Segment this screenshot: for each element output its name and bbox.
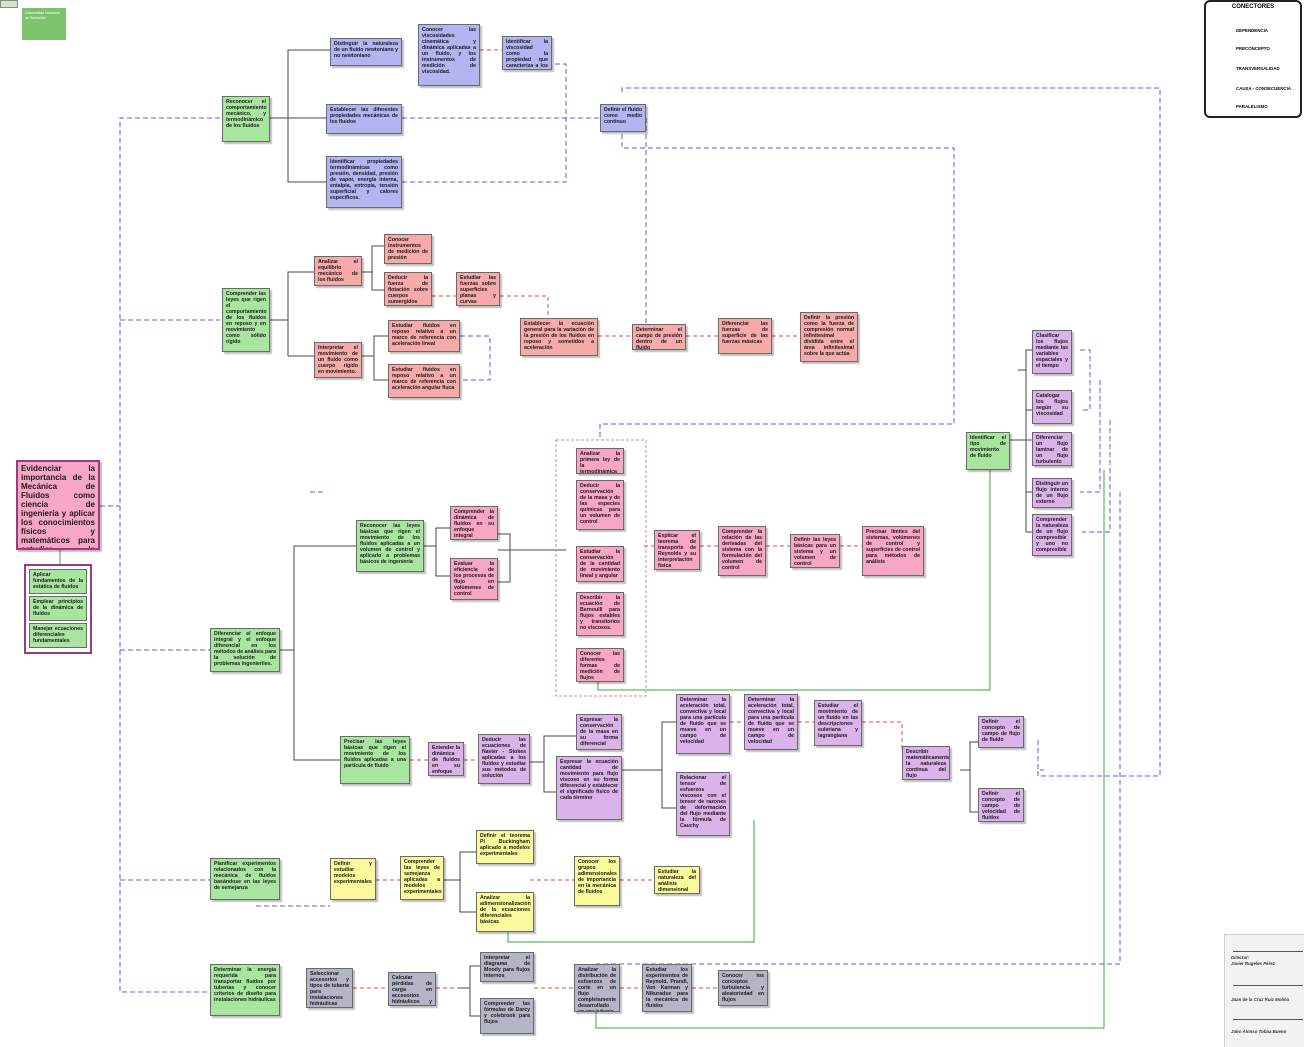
node-seleccionar-accesorios[interactable]: Seleccionar accesorios y tipos de tuberí… <box>306 968 353 1008</box>
logo-text: Universidad Industrial de Santander <box>22 8 66 40</box>
legend-transversalidad: TRANSVERSALIDAD <box>1236 66 1280 71</box>
node-extender-dinamica[interactable]: Extender la dinámica de fluidos en su en… <box>428 742 464 776</box>
node-analizar-equilibrio[interactable]: Analizar el equilibrio mecánico de los f… <box>314 256 362 286</box>
credits-divider <box>1233 951 1303 952</box>
node-distinguir-interno-externo[interactable]: Distinguir un flujo interno de un flujo … <box>1032 478 1072 508</box>
node-identificar-termodinamicas[interactable]: Identificar propiedades termodinámicas c… <box>326 156 402 208</box>
node-estudiar-euleriana[interactable]: Estudiar el movimiento de un fluido en l… <box>814 700 862 746</box>
node-comprender-darcy[interactable]: Comprender las fórmulas de Darcy y coleb… <box>480 998 534 1034</box>
node-comprender-semejanza[interactable]: Comprender las leyes de semejanza aplica… <box>400 856 444 900</box>
legend-dependencia: DEPENDENCIA <box>1236 28 1268 33</box>
node-definir-medio-continuo[interactable]: Definir el fluido como medio continuo <box>600 104 646 132</box>
node-expresar-conservacion-masa[interactable]: Expresar la conservación de la masa en s… <box>576 714 622 750</box>
node-interpretar-moody[interactable]: Interpretar el diagrama de Moody para fl… <box>480 952 534 982</box>
node-describir-matematicamente[interactable]: Describir matemáticamente la naturaleza … <box>902 746 950 780</box>
node-reconocer-comportamiento[interactable]: Reconocer el comportamiento mecánico, y … <box>222 96 270 142</box>
connectors-legend: CONECTORES DEPENDENCIA PRECONCEPTO TRANS… <box>1204 0 1302 118</box>
node-clasificar-flujos[interactable]: Clasificar los flujos mediante las varia… <box>1032 330 1072 374</box>
node-diferenciar-fuerzas[interactable]: Diferenciar las fuerzas de superficie de… <box>718 318 772 354</box>
node-evaluar-eficiencia[interactable]: Evaluar la eficiencia de los procesos de… <box>450 558 498 600</box>
node-determinar-energia[interactable]: Determinar la energía requerida para tra… <box>210 964 280 1016</box>
node-estudiar-experimentos-reynolds[interactable]: Estudiar los experimentos de Reynold, Pr… <box>642 964 692 1012</box>
node-analizar-primera-ley[interactable]: Analizar la primera ley de la termodinám… <box>576 448 624 474</box>
sub-goals-stack: Aplicar fundamentos de la estática de fl… <box>24 564 92 654</box>
legend-title: CONECTORES <box>1231 4 1275 10</box>
node-identificar-tipo-movimiento[interactable]: Identificar el tipo de movimiento de flu… <box>966 432 1010 470</box>
node-establecer-ecuacion-general[interactable]: Establecer la ecuación general para la v… <box>520 318 598 356</box>
node-diferenciar-laminar[interactable]: Diferenciar un flujo laminar de un flujo… <box>1032 432 1072 466</box>
node-conocer-turbulencia[interactable]: Conocer los conceptos turbulencia y alea… <box>718 970 768 1006</box>
sub-goal-estatica[interactable]: Aplicar fundamentos de la estática de fl… <box>29 569 87 594</box>
credits-panel: Director: Javier Rugeles Pérez Juan de l… <box>1224 934 1304 1047</box>
node-analizar-adimensionalizacion[interactable]: Analizar la adimensionalización de la ec… <box>476 892 534 932</box>
main-goal-node[interactable]: Evidenciar la importancia de la Mecánica… <box>16 460 100 550</box>
node-relacionar-tensor[interactable]: Relacionar el tensor de esfuerzos viscos… <box>676 772 730 836</box>
node-deducir-flotacion[interactable]: Deducir la fuerza de flotación sobre cue… <box>384 272 432 306</box>
node-definir-buckingham[interactable]: Definir el teorema Pi Buckingham aplicad… <box>476 830 534 864</box>
node-definir-presion[interactable]: Definir la presión como la fuerza de com… <box>800 312 858 362</box>
node-establecer-propiedades[interactable]: Establecer las diferentes propiedades me… <box>326 104 402 134</box>
legend-paralelismo: PARALELISMO <box>1236 104 1268 109</box>
node-estudiar-cantidad-movimiento[interactable]: Estudiar la conservación de la cantidad … <box>576 546 624 582</box>
credits-director-label: Director: <box>1231 955 1250 960</box>
node-conocer-instrumentos[interactable]: Conocer instrumentos de medición de pres… <box>384 234 432 264</box>
credits-author-2: Jairo Alonso Tobaa Bueno <box>1231 1029 1287 1034</box>
node-explicar-reynolds[interactable]: Explicar el teorema de transporte de Rey… <box>654 530 700 570</box>
node-identificar-viscosidad[interactable]: Identificar la viscosidad como la propie… <box>502 36 552 70</box>
node-comprender-relacion[interactable]: Comprender la relación de las derivadas … <box>718 526 766 576</box>
node-catalogar-viscosidad[interactable]: Catalogar los flujos según su viscosidad <box>1032 390 1072 424</box>
node-estudiar-superficies[interactable]: Estudiar las fuerzas sobre superficies p… <box>456 272 500 306</box>
node-interpretar-movimiento[interactable]: Interpretar el movimiento de un fluido c… <box>314 342 362 378</box>
node-conocer-viscosidades[interactable]: Conocer las viscosidades cinemática y di… <box>418 24 480 86</box>
node-estudiar-analisis-dimensional[interactable]: Estudiar la naturaleza del análisis dime… <box>654 866 700 894</box>
node-determinar-campo-presion[interactable]: Determinar el campo de presión dentro de… <box>632 324 686 350</box>
node-definir-campo-flujo[interactable]: Definir el concepto de campo de flujo de… <box>978 716 1024 748</box>
node-estudiar-aceleracion-lineal[interactable]: Estudiar fluidos en reposo relativo a un… <box>388 320 460 352</box>
logo-mark <box>0 0 18 8</box>
node-describir-bernoulli[interactable]: Describir la ecuación de Bernoulli para … <box>576 592 624 636</box>
node-calcular-perdidas[interactable]: Calcular pérdidas de carga en accesorios… <box>388 972 436 1006</box>
node-diferenciar-enfoque[interactable]: Diferenciar el enfoque integral y el enf… <box>210 628 280 672</box>
node-precisar-leyes-particula[interactable]: Precisar las leyes básicas que rigen el … <box>340 736 410 784</box>
node-determinar-aceleracion[interactable]: Determinar la aceleración total, convect… <box>676 694 730 754</box>
node-estudiar-aceleracion-angular[interactable]: Estudiar fluidos en reposo relativo a un… <box>388 364 460 398</box>
node-precisar-limites[interactable]: Precisar límites del sistemas, volúmenes… <box>862 526 924 576</box>
university-logo: Universidad Industrial de Santander <box>0 0 68 44</box>
legend-causa-consecuencia: CAUSA - CONSECUENCIA <box>1236 86 1291 91</box>
node-expresar-cantidad-movimiento[interactable]: Expresar la ecuación cantidad de movimie… <box>556 756 622 820</box>
node-comprender-leyes[interactable]: Comprender las leyes que rigen el compor… <box>222 288 270 352</box>
node-comprender-compresible[interactable]: Comprender la naturaleza de un flujo com… <box>1032 514 1072 556</box>
credits-divider <box>1233 1019 1303 1020</box>
node-deducir-conservacion-masa[interactable]: Deducir la conservación de la masa y de … <box>576 480 624 530</box>
node-distinguir-naturaleza[interactable]: Distinguir la naturaleza de un fluido ne… <box>330 38 402 66</box>
node-planificar-experimentos[interactable]: Planificar experimentos relacionados con… <box>210 858 280 900</box>
node-conocer-formas-medicion[interactable]: Conocer las diferentes formas de medició… <box>576 648 624 682</box>
node-conocer-grupos-adimensionales[interactable]: Conocer los grupos adimensionales de imp… <box>574 856 620 906</box>
node-definir-leyes-sistema[interactable]: Definir las leyes básicas para un sistem… <box>790 534 840 568</box>
sub-goal-dinamica[interactable]: Emplear principios de la dinámica de flu… <box>29 596 87 621</box>
node-determinar-aceleracion-local[interactable]: Determinar la aceleración total, convect… <box>744 694 798 750</box>
node-definir-campo-velocidad[interactable]: Definir el concepto de campo de velocida… <box>978 788 1024 822</box>
credits-director: Javier Rugeles Pérez <box>1231 961 1275 966</box>
legend-preconcepto: PRECONCEPTO <box>1236 46 1270 51</box>
credits-divider <box>1233 985 1303 986</box>
node-analizar-distribucion[interactable]: Analizar la distribución de esfuerzos de… <box>574 964 620 1012</box>
node-deducir-navier-stokes[interactable]: Deducir las ecuaciones de Navier - Stoke… <box>478 734 530 784</box>
node-comprender-dinamica-integral[interactable]: Comprender la dinámica de fluidos en su … <box>450 506 498 540</box>
node-reconocer-leyes-vc[interactable]: Reconocer las leyes básicas que rigen el… <box>356 520 424 572</box>
sub-goal-ecuaciones[interactable]: Manejar ecuaciones diferenciales fundame… <box>29 623 87 648</box>
credits-author-1: Juan de la Cruz Ruiz Molina <box>1231 997 1290 1002</box>
node-definir-modelos[interactable]: Definir y estudiar modelos experimentale… <box>330 858 376 900</box>
